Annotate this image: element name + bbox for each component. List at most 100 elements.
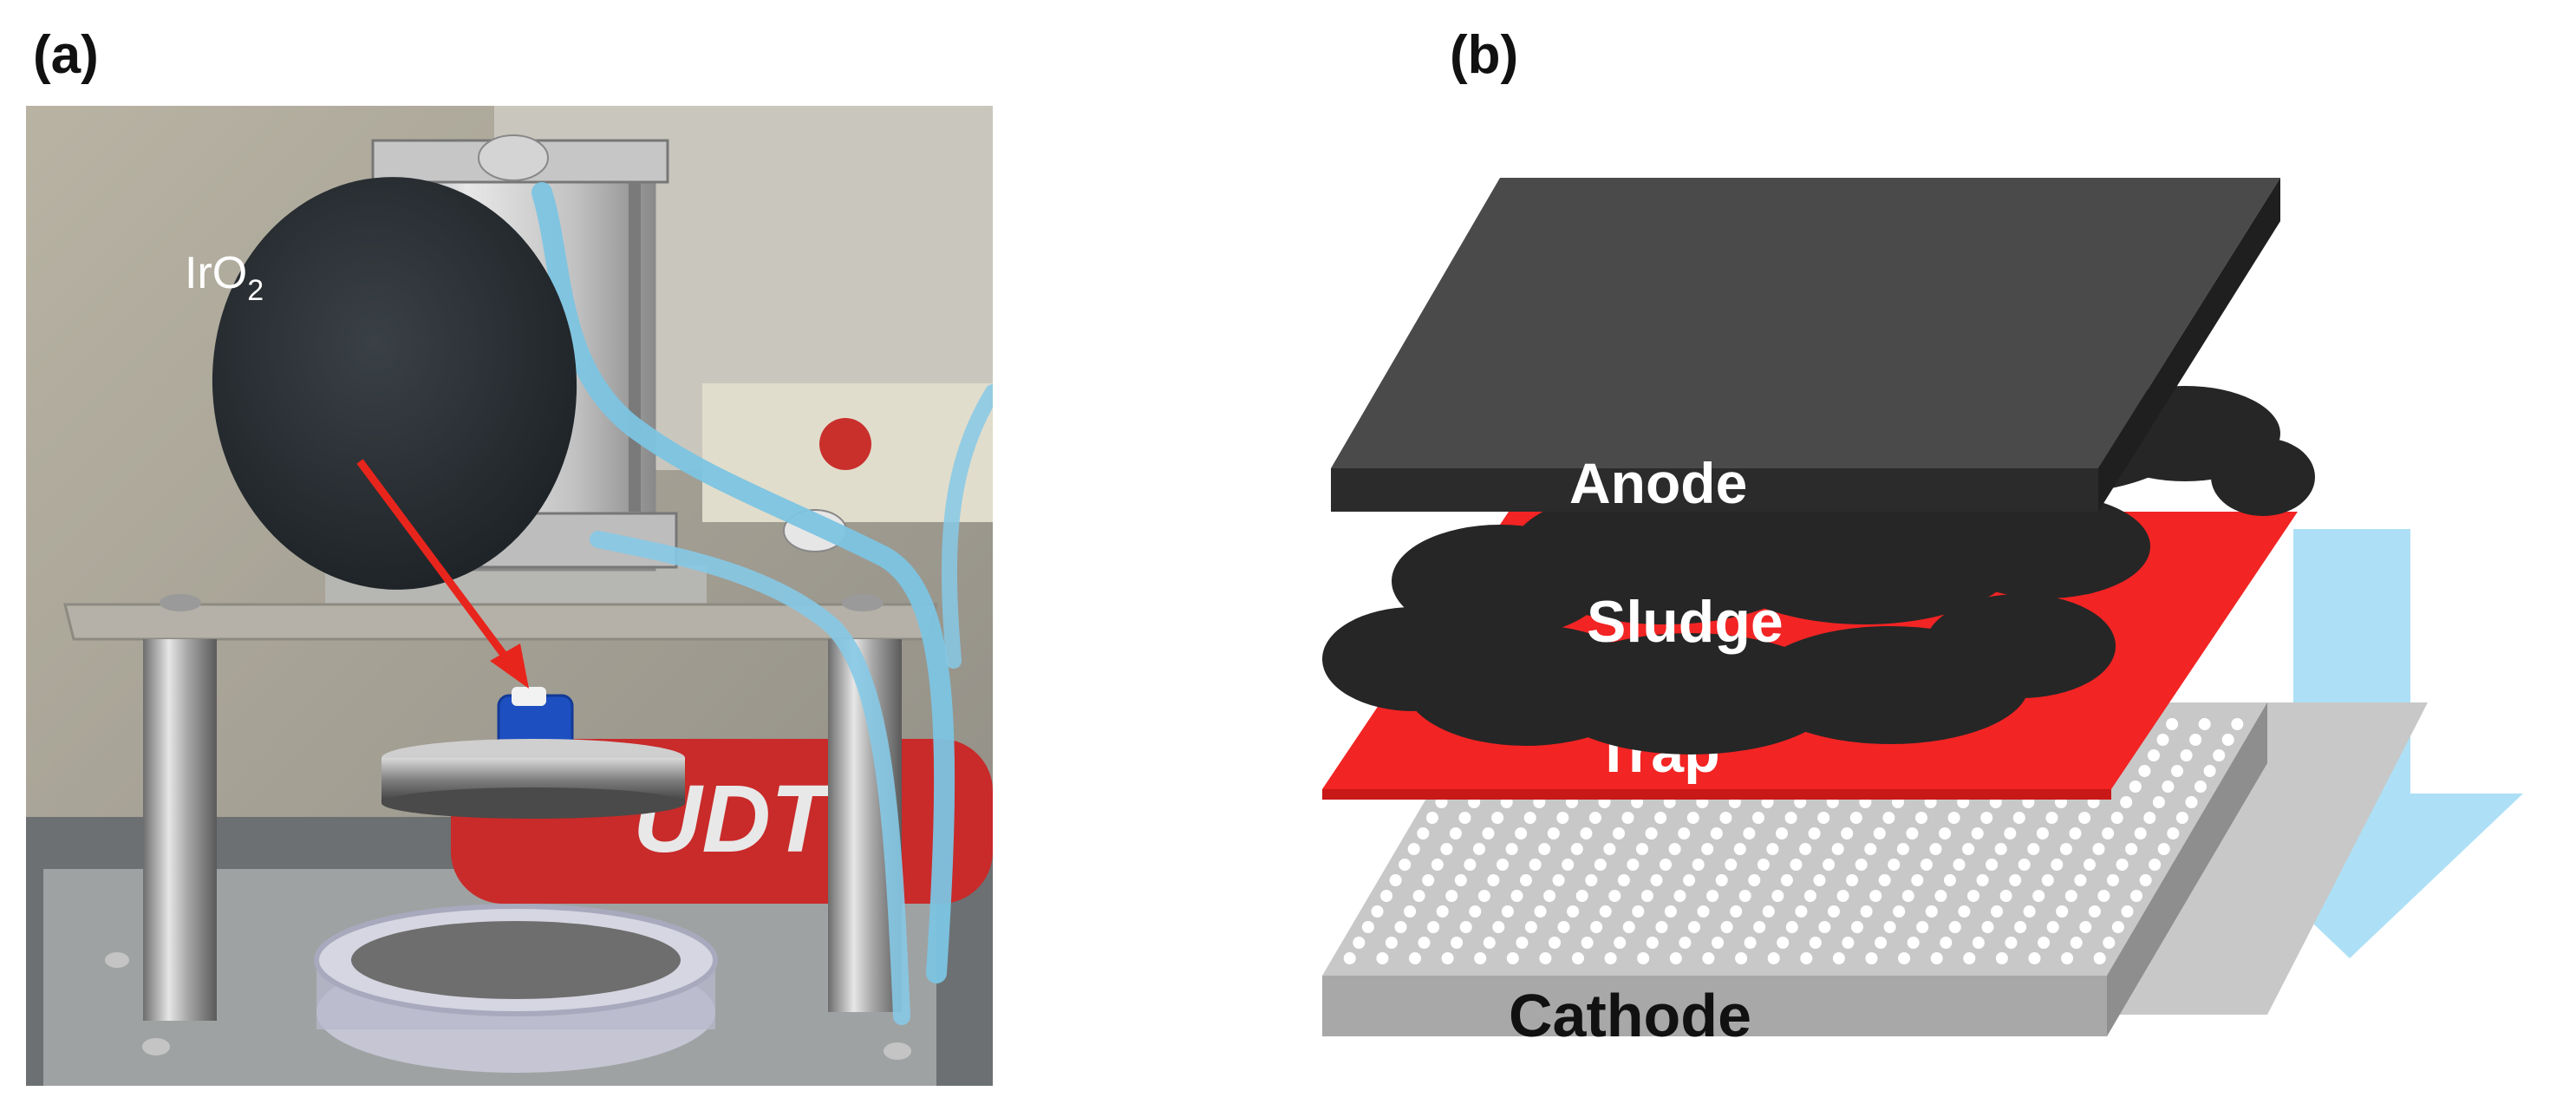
perforation-hole (1621, 812, 1634, 824)
perforation-hole (1842, 937, 1855, 949)
perforation-hole (2005, 937, 2018, 949)
perforation-hole (1580, 827, 1593, 839)
perforation-hole (1492, 921, 1505, 933)
perforation-hole (1991, 905, 2003, 918)
perforation-hole (1608, 890, 1621, 902)
perforation-hole (1409, 952, 1421, 964)
perforation-hole (1803, 890, 1816, 902)
perforation-hole (1588, 812, 1601, 824)
perforation-hole (1883, 921, 1896, 933)
perforation-hole (1497, 859, 1509, 871)
perforation-hole (2180, 749, 2193, 761)
cylinder-tie-rod-right (629, 182, 641, 512)
perforation-hole (1697, 905, 1710, 918)
perforation-hole (2069, 827, 2082, 839)
perforation-hole (1875, 937, 1888, 949)
perforation-hole (1888, 859, 1901, 871)
perforation-hole (1809, 937, 1822, 949)
perforation-hole (1878, 874, 1891, 886)
perforation-hole (2036, 827, 2049, 839)
perforation-hole (1655, 921, 1668, 933)
perforation-hole (1376, 952, 1389, 964)
perforation-hole (1744, 937, 1757, 949)
perforation-hole (1464, 859, 1477, 871)
perforation-hole (1534, 905, 1547, 918)
perforation-hole (2103, 937, 2116, 949)
perforation-hole (1590, 921, 1603, 933)
perforation-hole (2231, 718, 2244, 730)
perforation-hole (2051, 859, 2064, 871)
perforation-hole (1962, 843, 1975, 855)
perforation-hole (1735, 952, 1748, 964)
perforation-hole (2061, 952, 2074, 964)
perforation-hole (1762, 905, 1775, 918)
perforation-hole (1380, 890, 1392, 902)
perforation-hole (1865, 952, 1878, 964)
perforation-hole (1906, 827, 1919, 839)
perforation-hole (1929, 843, 1942, 855)
perforation-hole (1614, 937, 1627, 949)
perforation-hole (1869, 890, 1882, 902)
apparatus-photo: UDT IrO2 (26, 106, 993, 1086)
perforation-hole (1686, 812, 1699, 824)
perforation-hole (1510, 890, 1523, 902)
left-post (143, 639, 217, 1021)
perforation-hole (1473, 843, 1485, 855)
perforation-hole (2070, 937, 2083, 949)
perforation-hole (2097, 890, 2110, 902)
perforation-hole (1748, 874, 1761, 886)
perforation-hole (2107, 874, 2119, 886)
perforation-hole (1431, 859, 1444, 871)
perforation-hole (1458, 812, 1471, 824)
perforation-hole (1980, 812, 1993, 824)
perforation-hole (1873, 827, 1886, 839)
perforation-hole (1777, 937, 1790, 949)
perforation-hole (2213, 749, 2226, 761)
perforation-hole (1780, 874, 1793, 886)
perforation-hole (1915, 812, 1927, 824)
perforation-hole (2203, 765, 2216, 777)
perforation-hole (1650, 874, 1663, 886)
perforation-hole (1567, 905, 1580, 918)
perforation-hole (1702, 952, 1715, 964)
perforation-hole (2138, 765, 2151, 777)
perforation-hole (1963, 952, 1976, 964)
perforation-hole (1832, 952, 1845, 964)
perforation-hole (1343, 952, 1356, 964)
perforation-hole (1967, 890, 1979, 902)
perforation-hole (2121, 905, 2134, 918)
perforation-hole (1622, 921, 1635, 933)
perforation-hole (1660, 859, 1672, 871)
perforation-hole (2088, 905, 2101, 918)
perforation-hole (2038, 937, 2051, 949)
perforation-hole (1948, 921, 1961, 933)
perforation-hole (2110, 812, 2123, 824)
perforation-hole (1971, 827, 1984, 839)
perforation-hole (2064, 890, 2077, 902)
perforation-hole (1673, 890, 1686, 902)
indicator-arrow-shaft (356, 459, 515, 668)
perforation-hole (1785, 921, 1798, 933)
base-bolt-1 (142, 1038, 170, 1055)
perforation-hole (1632, 905, 1645, 918)
perforation-hole (2012, 812, 2025, 824)
perforation-hole (1953, 859, 1966, 871)
perforation-hole (1817, 812, 1830, 824)
perforation-hole (1389, 874, 1402, 886)
perforation-hole (1407, 843, 1420, 855)
perforation-hole (1603, 843, 1616, 855)
perforation-hole (1399, 859, 1412, 871)
perforation-hole (2009, 874, 2022, 886)
anode-top-face (1331, 178, 2280, 468)
perforation-hole (2074, 874, 2087, 886)
perforation-hole (1795, 905, 1808, 918)
perforation-hole (1855, 859, 1868, 871)
blue-tube-lower (590, 531, 910, 1025)
perforation-hole (1482, 827, 1495, 839)
perforation-hole (2166, 718, 2179, 730)
perforation-hole (1710, 827, 1723, 839)
perforation-hole (2134, 827, 2147, 839)
trap-layer-edge (1322, 789, 2111, 800)
perforation-hole (1725, 859, 1738, 871)
perforation-hole (1860, 905, 1873, 918)
